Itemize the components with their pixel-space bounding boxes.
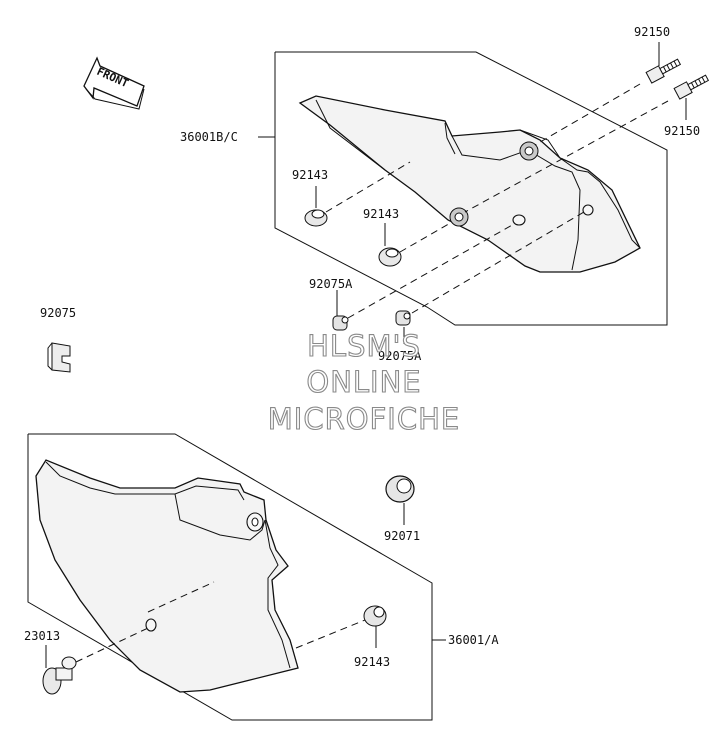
collar-92075a-right bbox=[395, 310, 411, 326]
lower-frame-outline bbox=[27, 433, 433, 721]
label-23013: 23013 bbox=[24, 629, 60, 643]
label-92143-b: 92143 bbox=[363, 207, 399, 221]
upper-frame-outline bbox=[274, 51, 668, 326]
bolt-92150-right bbox=[673, 74, 710, 100]
front-arrow-icon: FRONT bbox=[83, 56, 145, 110]
watermark-line-1: HLSM'S bbox=[307, 329, 421, 363]
grommet-92071 bbox=[385, 475, 415, 503]
cover-mount-boss-2 bbox=[582, 204, 594, 216]
label-92075a-right: 92075A bbox=[378, 349, 422, 363]
label-92071: 92071 bbox=[384, 529, 420, 543]
lower-side-cover-group bbox=[27, 433, 446, 721]
side-cover-36001a bbox=[35, 459, 299, 693]
label-36001a: 36001/A bbox=[448, 633, 499, 647]
label-92143-c: 92143 bbox=[354, 655, 390, 669]
watermark-line-3: MICROFICHE bbox=[268, 402, 460, 436]
grommet-92143-b bbox=[378, 247, 402, 267]
label-92150-top: 92150 bbox=[634, 25, 670, 39]
label-92150-right: 92150 bbox=[664, 124, 700, 138]
label-92075a-left: 92075A bbox=[309, 277, 353, 291]
label-36001bc: 36001B/C bbox=[180, 130, 238, 144]
watermark: HLSM'S ONLINE MICROFICHE bbox=[267, 328, 460, 436]
upper-side-cover-group bbox=[258, 42, 710, 344]
grommet-92143-a bbox=[304, 209, 328, 227]
fastener-23013 bbox=[42, 656, 77, 695]
watermark-line-2: ONLINE bbox=[306, 365, 421, 399]
side-cover-36001bc bbox=[298, 95, 641, 273]
collar-92075a-left bbox=[332, 315, 349, 331]
label-92075: 92075 bbox=[40, 306, 76, 320]
side-cover-36001bc-edge bbox=[315, 99, 581, 271]
cover-36001a-mount bbox=[145, 618, 157, 632]
clip-92075 bbox=[47, 342, 71, 373]
bolt-92150-top bbox=[645, 58, 682, 84]
cover-mount-boss-1 bbox=[512, 214, 526, 226]
label-92143-a: 92143 bbox=[292, 168, 328, 182]
grommet-92143-c bbox=[363, 605, 387, 627]
part-labels: 92150 36001B/C 92150 92143 92143 92075A … bbox=[24, 25, 700, 669]
